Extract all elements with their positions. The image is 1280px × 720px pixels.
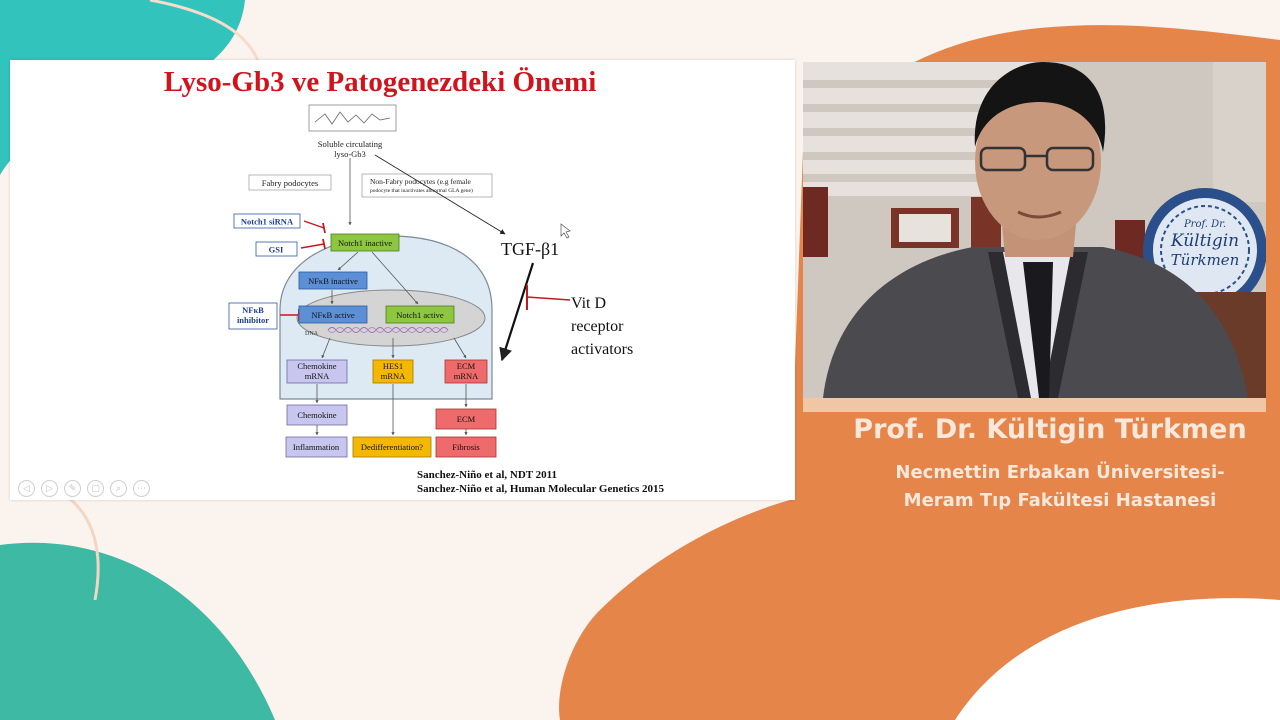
zoom-icon[interactable]: ⌕ (110, 480, 127, 497)
ecm-mrna-box (444, 359, 488, 384)
notch1-active-label: Notch1 active (396, 310, 444, 320)
next-slide-icon[interactable]: ▷ (41, 480, 58, 497)
gsi-box (255, 241, 298, 257)
notch1-sirna-label: Notch1 siRNA (241, 217, 294, 227)
pen-icon[interactable]: ✎ (64, 480, 81, 497)
slides-view-icon[interactable]: ▢ (87, 480, 104, 497)
mouse-cursor-icon (560, 223, 571, 239)
slide-title: Lyso-Gb3 ve Patogenezdeki Önemi (163, 66, 597, 98)
svg-text:Prof. Dr.: Prof. Dr. (1183, 219, 1226, 230)
nfkb-inactive-label: NFκB inactive (308, 276, 358, 286)
chemokine-label: Chemokine (297, 410, 336, 420)
notch1-sirna-box (233, 213, 301, 229)
speaker-affiliation-line2: Meram Tıp Fakültesi Hastanesi (903, 490, 1217, 511)
ecm-label: ECM (457, 414, 476, 424)
reference-1: Sanchez-Niño et al, NDT 2011 (417, 469, 558, 481)
dna-label: DNA (305, 331, 319, 337)
fabry-podocytes-label: Fabry podocytes (262, 178, 318, 188)
svg-text:Kültigin: Kültigin (1170, 231, 1239, 251)
ecm-box (435, 408, 497, 430)
svg-text:Türkmen: Türkmen (1171, 251, 1240, 269)
gsi-label: GSI (269, 245, 284, 255)
speaker-person (823, 62, 1248, 398)
nfkb-active-box (298, 305, 368, 324)
previous-slide-icon[interactable]: ◁ (18, 480, 35, 497)
chemokine-box (286, 404, 348, 426)
chemokine-mrna-box (286, 359, 348, 384)
inflammation-label: Inflammation (293, 442, 340, 452)
fabry-podocytes-box (248, 174, 332, 191)
notch1-active-box (385, 305, 455, 324)
dedifferentiation-box (352, 436, 432, 458)
speaker-video: Prof. Dr. Kültigin Türkmen (803, 62, 1266, 398)
lyso-gb3-molecule (308, 104, 397, 132)
fibrosis-label: Fibrosis (452, 442, 479, 452)
slide-controls: ◁ ▷ ✎ ▢ ⌕ ⋯ (18, 480, 150, 497)
presentation-slide: Lyso-Gb3 ve Patogenezdeki Önemi Soluble … (10, 60, 795, 500)
speaker-name: Prof. Dr. Kültigin Türkmen (853, 414, 1247, 445)
fibrosis-box (435, 436, 497, 458)
inflammation-box (285, 436, 348, 458)
reference-2: Sanchez-Niño et al, Human Molecular Gene… (417, 483, 664, 495)
nfkb-active-label: NFκB active (311, 310, 354, 320)
tgf-beta1-label: TGF-β1 (501, 239, 559, 259)
video-frame-strip (803, 398, 1266, 412)
dna-strand (327, 327, 449, 333)
speaker-affiliation-line1: Necmettin Erbakan Üniversitesi- (895, 462, 1225, 483)
nfkb-inactive-box (298, 271, 368, 290)
non-fabry-box (361, 173, 493, 198)
notch1-inactive-box (330, 233, 400, 252)
nfkb-inhibitor-box (228, 302, 278, 330)
hes1-mrna-box (372, 359, 414, 384)
dedifferentiation-label: Dedifferentiation? (361, 442, 423, 452)
more-options-icon[interactable]: ⋯ (133, 480, 150, 497)
notch1-inactive-label: Notch1 inactive (338, 238, 392, 248)
